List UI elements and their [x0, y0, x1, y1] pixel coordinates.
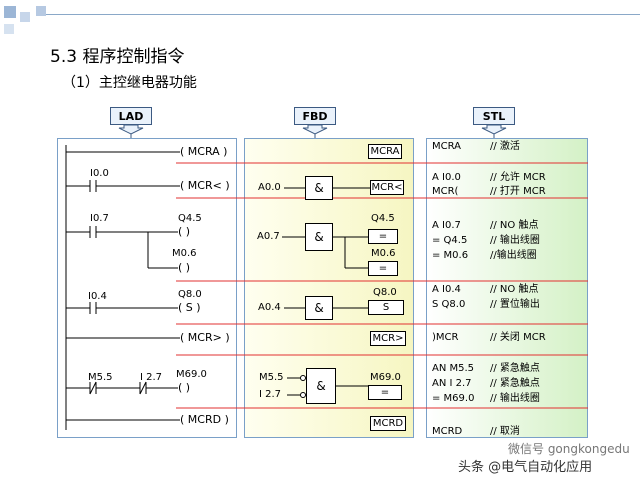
stl-op: = M69.0: [432, 393, 475, 404]
fbd-assign-box-2: =: [368, 261, 398, 276]
lad-m690-label: M69.0: [176, 369, 207, 380]
stl-comment: // 允许 MCR: [490, 172, 546, 183]
lad-contact-i27-label: I 2.7: [140, 372, 163, 383]
watermark-toutiao: 头条 @电气自动化应用: [458, 460, 593, 475]
lad-contact-m55-label: M5.5: [88, 372, 113, 383]
fbd-and-box-3: &: [305, 296, 333, 320]
stl-op: A I0.4: [432, 284, 461, 295]
fbd-mcr-close-box: MCR>: [370, 331, 406, 346]
stl-comment: // NO 触点: [490, 284, 539, 295]
stl-comment: // 关闭 MCR: [490, 332, 546, 343]
lad-mcr-close-coil: ( MCR> ): [180, 331, 230, 344]
stl-op: = M0.6: [432, 250, 469, 261]
stl-comment: // 取消: [490, 426, 520, 437]
lad-coil-q45: ( ): [178, 225, 191, 238]
stl-op: )MCR: [432, 332, 459, 343]
lad-contact-i07-label: I0.7: [90, 213, 109, 224]
stl-comment: // 打开 MCR: [490, 186, 546, 197]
stl-comment: // 置位输出: [490, 299, 540, 310]
lad-contact-i00-label: I0.0: [90, 168, 109, 179]
stl-comment: // NO 触点: [490, 220, 539, 231]
fbd-set-box: S: [368, 300, 404, 315]
lad-m06-label: M0.6: [172, 248, 197, 259]
header-arrows: [118, 124, 507, 135]
header-square: [4, 24, 14, 34]
stl-op: AN I 2.7: [432, 378, 472, 389]
fbd-assign-box-3: =: [368, 385, 402, 400]
lad-mcr-open-coil: ( MCR< ): [180, 179, 230, 192]
stl-comment: // 激活: [490, 141, 520, 152]
lad-contact-i04-label: I0.4: [88, 291, 107, 302]
lad-q80-label: Q8.0: [178, 289, 202, 300]
lad-mcra-coil: ( MCRA ): [180, 145, 228, 158]
stl-op: MCR(: [432, 186, 459, 197]
header-rule: [46, 14, 640, 15]
fbd-a07-label: A0.7: [257, 231, 280, 242]
header-square: [4, 6, 16, 18]
stl-op: MCRD: [432, 426, 463, 437]
lad-q45-label: Q4.5: [178, 213, 202, 224]
fbd-q80-label: Q8.0: [373, 287, 397, 298]
lad-coil-m690: ( ): [178, 381, 191, 394]
lad-mcrd-coil: ( MCRD ): [180, 413, 229, 426]
fbd-and-box-1: &: [305, 176, 333, 200]
page-title: 5.3 程序控制指令: [50, 47, 185, 67]
stl-op: A I0.0: [432, 172, 461, 183]
fbd-m690-label: M69.0: [370, 372, 401, 383]
fbd-q45-label: Q4.5: [371, 213, 395, 224]
lad-coil-set: ( S ): [178, 301, 201, 314]
fbd-m06-label: M0.6: [371, 248, 396, 259]
stl-comment: // 紧急触点: [490, 363, 540, 374]
fbd-a00-label: A0.0: [258, 182, 281, 193]
fbd-m55-label: M5.5: [259, 372, 284, 383]
stl-panel: [426, 138, 588, 438]
stl-op: A I0.7: [432, 220, 461, 231]
fbd-a04-label: A0.4: [258, 302, 281, 313]
watermark-wechat: 微信号 gongkongedu: [508, 442, 630, 456]
stl-op: = Q4.5: [432, 235, 468, 246]
stl-comment: // 紧急触点: [490, 378, 540, 389]
stl-op: MCRA: [432, 141, 461, 152]
lad-coil-m06: ( ): [178, 261, 191, 274]
fbd-i27-label: I 2.7: [259, 389, 282, 400]
fbd-and-box-4: &: [306, 368, 336, 404]
fbd-mcra-box: MCRA: [368, 144, 402, 159]
fbd-assign-box-1: =: [368, 229, 398, 244]
stl-comment: // 输出线圈: [490, 393, 540, 404]
header-square: [36, 6, 46, 16]
page-subtitle: （1）主控继电器功能: [62, 75, 197, 91]
fbd-mcrd-box: MCRD: [370, 416, 406, 431]
stl-op: S Q8.0: [432, 299, 466, 310]
fbd-mcr-open-box: MCR<: [370, 180, 404, 195]
header-square: [20, 12, 30, 22]
stl-comment: // 输出线圈: [490, 235, 540, 246]
fbd-and-box-2: &: [305, 223, 333, 251]
stl-comment: //输出线圈: [490, 250, 537, 261]
stl-op: AN M5.5: [432, 363, 475, 374]
